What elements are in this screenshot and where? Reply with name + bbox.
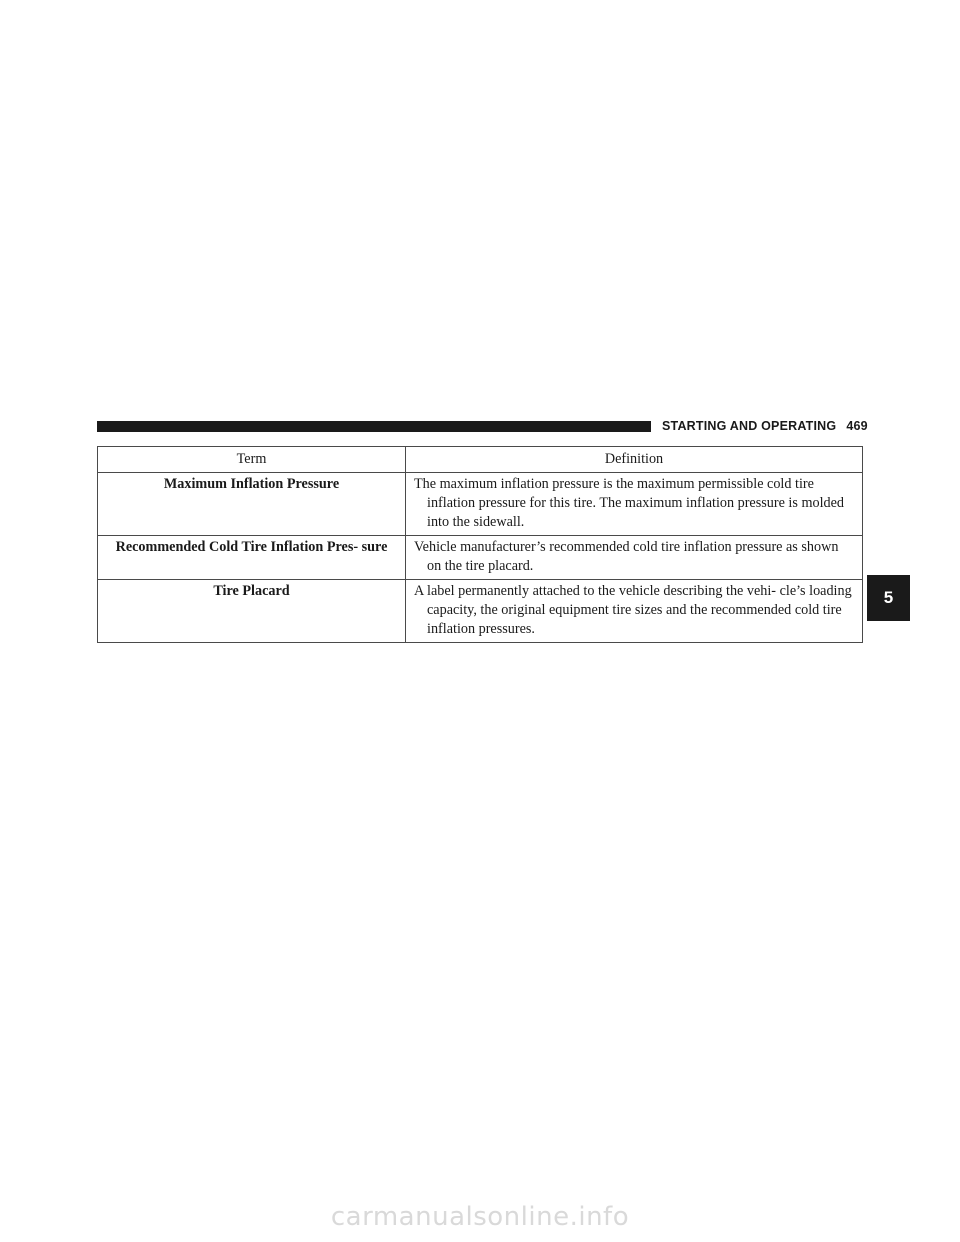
term-cell: Tire Placard — [97, 579, 406, 643]
definition-text: A label permanently attached to the vehi… — [414, 583, 852, 637]
term-cell: Recommended Cold Tire Inflation Pres- su… — [97, 535, 406, 580]
table-header-row: Term Definition — [97, 446, 863, 473]
page-number: 469 — [846, 419, 868, 433]
table-row: Maximum Inflation Pressure The maximum i… — [97, 472, 863, 536]
header-rule — [97, 421, 651, 432]
definition-cell: Vehicle manufacturer’s recommended cold … — [405, 535, 863, 580]
terms-table: Term Definition Maximum Inflation Pressu… — [97, 446, 863, 643]
section-title: STARTING AND OPERATING — [662, 419, 837, 433]
table-row: Tire Placard A label permanently attache… — [97, 579, 863, 643]
watermark: carmanualsonline.info — [330, 1202, 630, 1232]
chapter-tab: 5 — [867, 575, 910, 621]
definition-text: Vehicle manufacturer’s recommended cold … — [414, 539, 839, 574]
column-header-definition: Definition — [405, 446, 863, 473]
running-header: STARTING AND OPERATING 469 — [662, 419, 868, 433]
table-row: Recommended Cold Tire Inflation Pres- su… — [97, 535, 863, 580]
definition-cell: A label permanently attached to the vehi… — [405, 579, 863, 643]
definition-text: The maximum inflation pressure is the ma… — [414, 476, 845, 530]
column-header-term: Term — [97, 446, 406, 473]
definition-cell: The maximum inflation pressure is the ma… — [405, 472, 863, 536]
term-cell: Maximum Inflation Pressure — [97, 472, 406, 536]
